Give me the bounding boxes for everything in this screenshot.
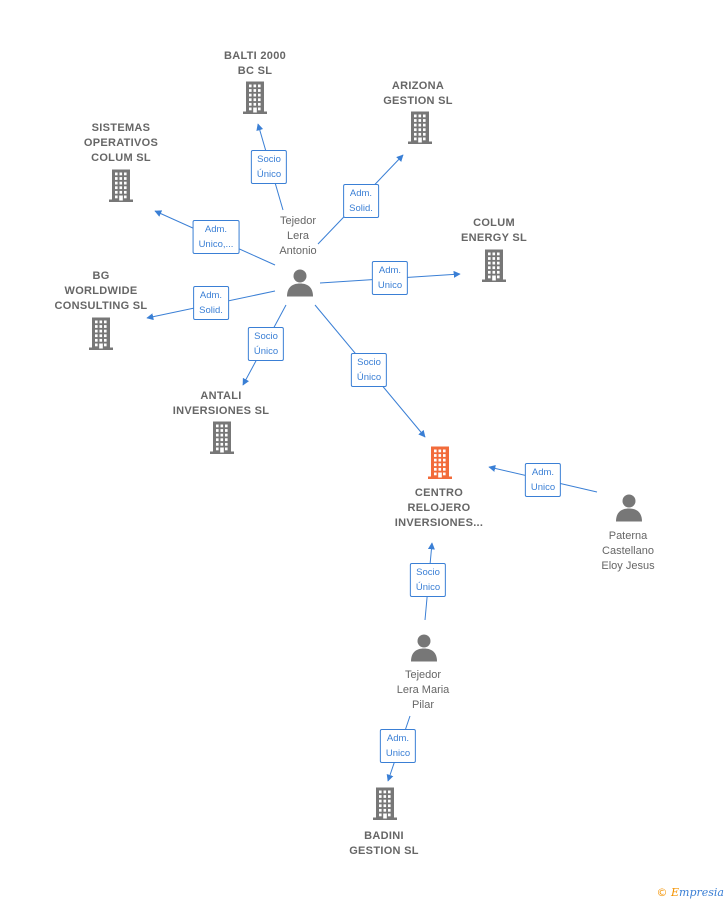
company-label-balti[interactable]: BALTI 2000 BC SL	[223, 50, 287, 77]
edge-label-e7[interactable]: Socio Único	[350, 353, 388, 387]
company-label-sistemas[interactable]: SISTEMAS OPERATIVOS COLUM SL	[83, 122, 159, 164]
brand-initial: E	[671, 886, 680, 899]
building-icon[interactable]	[106, 169, 136, 208]
person-label-tejedor_pilar[interactable]: Tejedor Lera Maria Pilar	[396, 669, 450, 711]
person-icon[interactable]	[285, 268, 315, 303]
building-icon[interactable]	[86, 317, 116, 356]
building-icon[interactable]	[425, 446, 455, 485]
company-label-bg[interactable]: BG WORLDWIDE CONSULTING SL	[54, 270, 148, 312]
building-icon[interactable]	[370, 787, 400, 826]
edge-label-e5[interactable]: Adm. Solid.	[193, 286, 229, 320]
edge-label-e10[interactable]: Adm. Unico	[379, 729, 417, 763]
edge-label-e4[interactable]: Adm. Unico	[371, 261, 409, 295]
company-label-colum[interactable]: COLUM ENERGY SL	[460, 217, 528, 244]
edge-label-e6[interactable]: Socio Único	[247, 327, 285, 361]
edge-label-e1[interactable]: Socio Único	[250, 150, 288, 184]
company-label-badini[interactable]: BADINI GESTION SL	[349, 830, 419, 857]
edge-label-e9[interactable]: Socio Único	[409, 563, 447, 597]
building-icon[interactable]	[479, 249, 509, 288]
brand-name: mpresia	[679, 886, 724, 899]
edge-label-e8[interactable]: Adm. Unico	[524, 463, 562, 497]
building-icon[interactable]	[240, 81, 270, 120]
copyright-icon: ©	[656, 886, 668, 899]
edge-label-e2[interactable]: Adm. Solid.	[343, 184, 379, 218]
person-label-tejedor_antonio[interactable]: Tejedor Lera Antonio	[279, 215, 317, 257]
person-icon[interactable]	[409, 633, 439, 668]
empresia-logo: © Empresia	[657, 886, 725, 899]
company-label-centro[interactable]: CENTRO RELOJERO INVERSIONES...	[394, 487, 484, 529]
edge-label-e3[interactable]: Adm. Unico,...	[192, 220, 240, 254]
company-label-arizona[interactable]: ARIZONA GESTION SL	[383, 80, 453, 107]
person-icon[interactable]	[614, 493, 644, 528]
person-label-paterna[interactable]: Paterna Castellano Eloy Jesus	[601, 530, 655, 572]
company-label-antali[interactable]: ANTALI INVERSIONES SL	[172, 390, 270, 417]
building-icon[interactable]	[207, 421, 237, 460]
building-icon[interactable]	[405, 111, 435, 150]
